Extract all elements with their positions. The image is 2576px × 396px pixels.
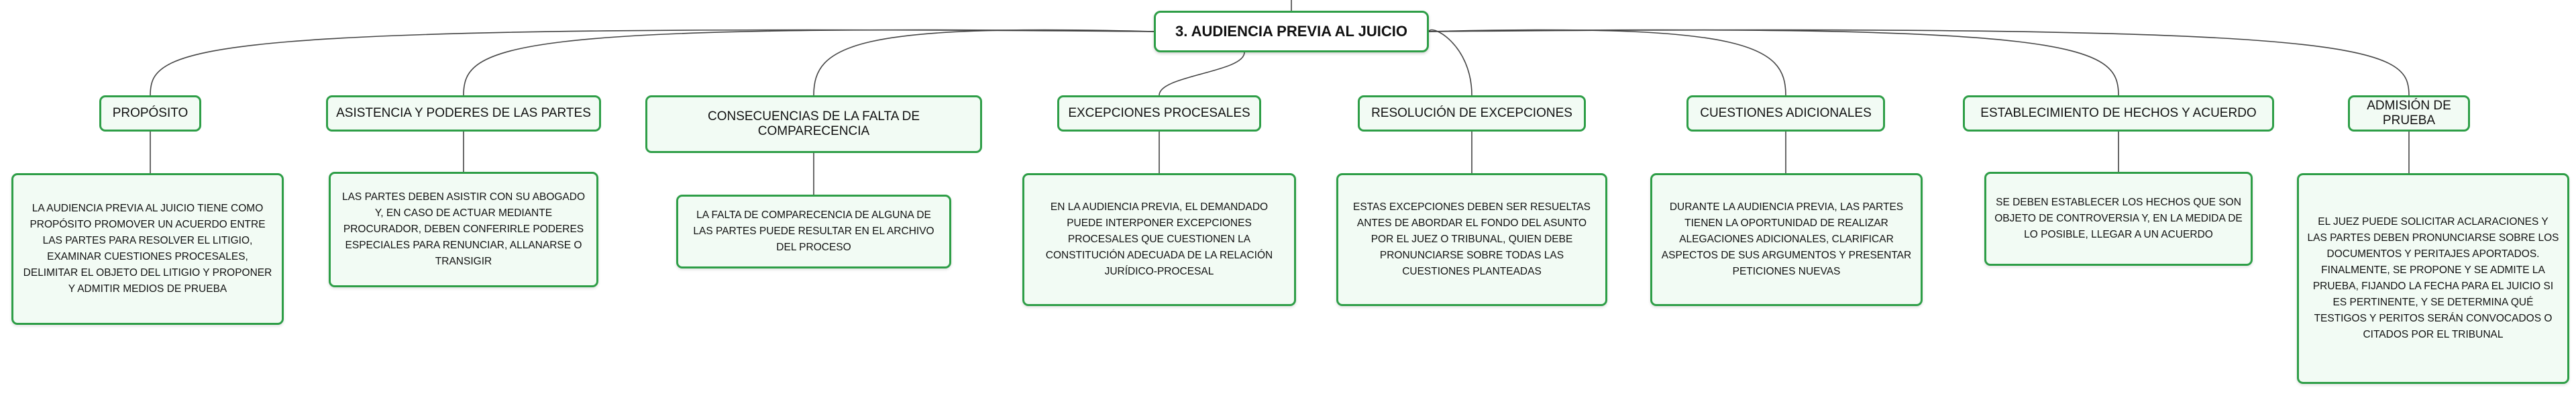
- desc-resolucion-excepciones[interactable]: ESTAS EXCEPCIONES DEBEN SER RESUELTAS AN…: [1336, 173, 1607, 306]
- topic-excepciones-procesales[interactable]: EXCEPCIONES PROCESALES: [1057, 95, 1261, 132]
- branch-line: [813, 29, 1155, 96]
- topic-label: PROPÓSITO: [112, 106, 189, 120]
- topic-proposito[interactable]: PROPÓSITO: [99, 95, 201, 132]
- root-topic[interactable]: 3. AUDIENCIA PREVIA AL JUICIO: [1154, 11, 1429, 52]
- desc-falta-comparecencia[interactable]: LA FALTA DE COMPARECENCIA DE ALGUNA DE L…: [676, 195, 951, 268]
- desc-text: ESTAS EXCEPCIONES DEBEN SER RESUELTAS AN…: [1352, 201, 1591, 278]
- topic-label: RESOLUCIÓN DE EXCEPCIONES: [1371, 106, 1572, 120]
- branch-line: [150, 29, 1155, 96]
- desc-text: EN LA AUDIENCIA PREVIA, EL DEMANDADO PUE…: [1045, 201, 1273, 278]
- branch-line: [463, 29, 1155, 96]
- topic-label: ASISTENCIA Y PODERES DE LAS PARTES: [336, 106, 591, 120]
- topic-label: ADMISIÓN DE PRUEBA: [2367, 99, 2451, 128]
- topic-label: CUESTIONES ADICIONALES: [1700, 106, 1872, 120]
- topic-label: ESTABLECIMIENTO DE HECHOS Y ACUERDO: [1980, 106, 2257, 120]
- topic-falta-comparecencia[interactable]: CONSECUENCIAS DE LA FALTA DE COMPARECENC…: [645, 95, 982, 153]
- desc-text: LA AUDIENCIA PREVIA AL JUICIO TIENE COMO…: [23, 202, 272, 295]
- topic-hechos-acuerdo[interactable]: ESTABLECIMIENTO DE HECHOS Y ACUERDO: [1963, 95, 2274, 132]
- desc-text: LA FALTA DE COMPARECENCIA DE ALGUNA DE L…: [693, 209, 934, 253]
- desc-text: EL JUEZ PUEDE SOLICITAR ACLARACIONES Y L…: [2307, 215, 2559, 341]
- topic-resolucion-excepciones[interactable]: RESOLUCIÓN DE EXCEPCIONES: [1358, 95, 1586, 132]
- topic-asistencia-poderes[interactable]: ASISTENCIA Y PODERES DE LAS PARTES: [326, 95, 601, 132]
- desc-text: DURANTE LA AUDIENCIA PREVIA, LAS PARTES …: [1661, 201, 1912, 278]
- topic-admision-prueba[interactable]: ADMISIÓN DE PRUEBA: [2348, 95, 2470, 132]
- desc-asistencia-poderes[interactable]: LAS PARTES DEBEN ASISTIR CON SU ABOGADO …: [329, 172, 598, 287]
- branch-line: [1428, 29, 1786, 96]
- topic-cuestiones-adicionales[interactable]: CUESTIONES ADICIONALES: [1686, 95, 1885, 132]
- branch-line: [1428, 29, 2410, 96]
- desc-text: LAS PARTES DEBEN ASISTIR CON SU ABOGADO …: [341, 191, 586, 268]
- topic-label: EXCEPCIONES PROCESALES: [1068, 106, 1250, 120]
- desc-cuestiones-adicionales[interactable]: DURANTE LA AUDIENCIA PREVIA, LAS PARTES …: [1650, 173, 1923, 306]
- root-title: 3. AUDIENCIA PREVIA AL JUICIO: [1175, 23, 1407, 40]
- desc-hechos-acuerdo[interactable]: SE DEBEN ESTABLECER LOS HECHOS QUE SON O…: [1984, 172, 2253, 266]
- branch-line: [1159, 52, 1245, 96]
- desc-proposito[interactable]: LA AUDIENCIA PREVIA AL JUICIO TIENE COMO…: [11, 173, 284, 325]
- desc-text: SE DEBEN ESTABLECER LOS HECHOS QUE SON O…: [1994, 196, 2243, 240]
- branch-line: [1428, 29, 1472, 96]
- topic-label: CONSECUENCIAS DE LA FALTA DE COMPARECENC…: [707, 109, 920, 138]
- desc-admision-prueba[interactable]: EL JUEZ PUEDE SOLICITAR ACLARACIONES Y L…: [2297, 173, 2569, 384]
- desc-excepciones-procesales[interactable]: EN LA AUDIENCIA PREVIA, EL DEMANDADO PUE…: [1022, 173, 1296, 306]
